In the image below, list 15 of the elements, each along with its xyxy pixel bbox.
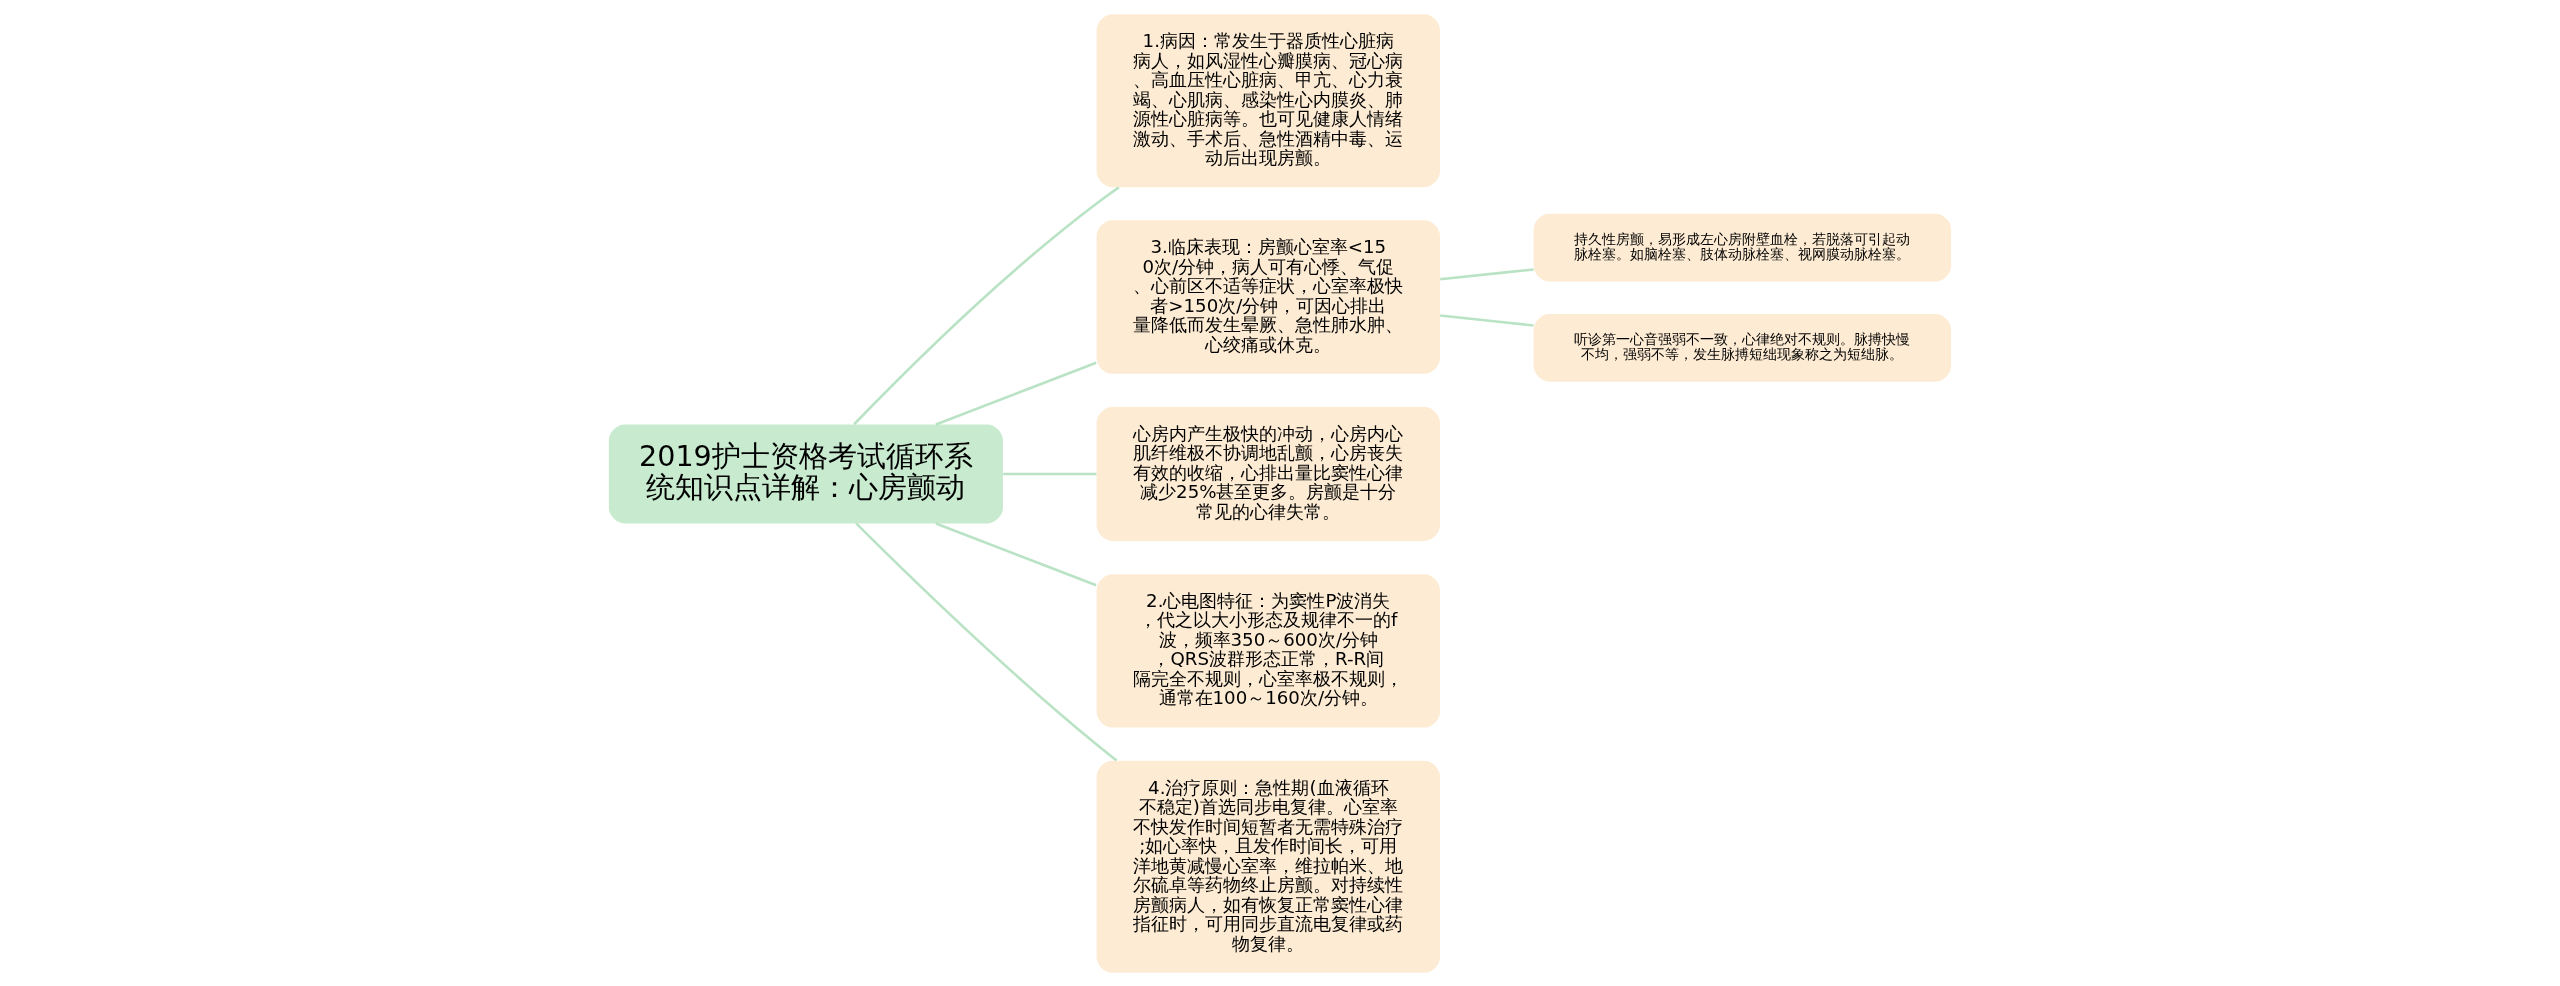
node-box: 4.治疗原则：急性期(血液循环不稳定)首选同步电复律。心室率不快发作时间短暂者无需特殊治疗;如心率快，且发作时间长，可用洋地黄减慢心室率，维拉帕米、地尔硫卓等药物终止房颤。对持续性房颤病人，如有恢复正常窦性心律指征时，可用同步直流电复律或药物复律。 xyxy=(1096,760,1440,973)
connector xyxy=(855,522,1118,762)
connector xyxy=(1440,313,1534,327)
connector xyxy=(853,185,1120,425)
node-box: 2019护士资格考试循环系统知识点详解：心房颤动 xyxy=(608,424,1003,523)
node-box: 持久性房颤，易形成左心房附壁血栓，若脱落可引起动脉栓塞。如脑栓塞、肢体动脉栓塞、视网膜动脉栓塞。 xyxy=(1533,213,1952,281)
node-box: 2.心电图特征：为窦性P波消失，代之以大小形态及规律不一的f波，频率350～600次/分钟，QRS波群形态正常，R-R间隔完全不规则，心室率极不规则，通常在100～160次/分钟。 xyxy=(1096,573,1440,728)
node-box: 1.病因：常发生于器质性心脏病病人，如风湿性心瓣膜病、冠心病、高血压性心脏病、甲亢、心力衰竭、心肌病、感染性心内膜炎、肺源性心脏病等。也可见健康人情绪激动、手术后、急性酒精中毒、运动后出现房颤。 xyxy=(1096,13,1440,187)
connector xyxy=(1440,267,1534,280)
connector xyxy=(935,361,1097,426)
node-box: 3.临床表现：房颤心室率<150次/分钟，病人可有心悸、气促、心前区不适等症状，心室率极快者>150次/分钟，可因心排出量降低而发生晕厥、急性肺水肿、心绞痛或休克。 xyxy=(1096,219,1440,374)
node-box: 心房内产生极快的冲动，心房内心肌纤维极不协调地乱颤，心房丧失有效的收缩，心排出量比窦性心律减少25%甚至更多。房颤是十分常见的心律失常。 xyxy=(1096,406,1440,541)
node-box: 听诊第一心音强弱不一致，心律绝对不规则。脉搏快慢不均，强弱不等，发生脉搏短绌现象称之为短绌脉。 xyxy=(1533,313,1952,382)
connector xyxy=(1003,472,1097,475)
connector xyxy=(935,521,1097,586)
